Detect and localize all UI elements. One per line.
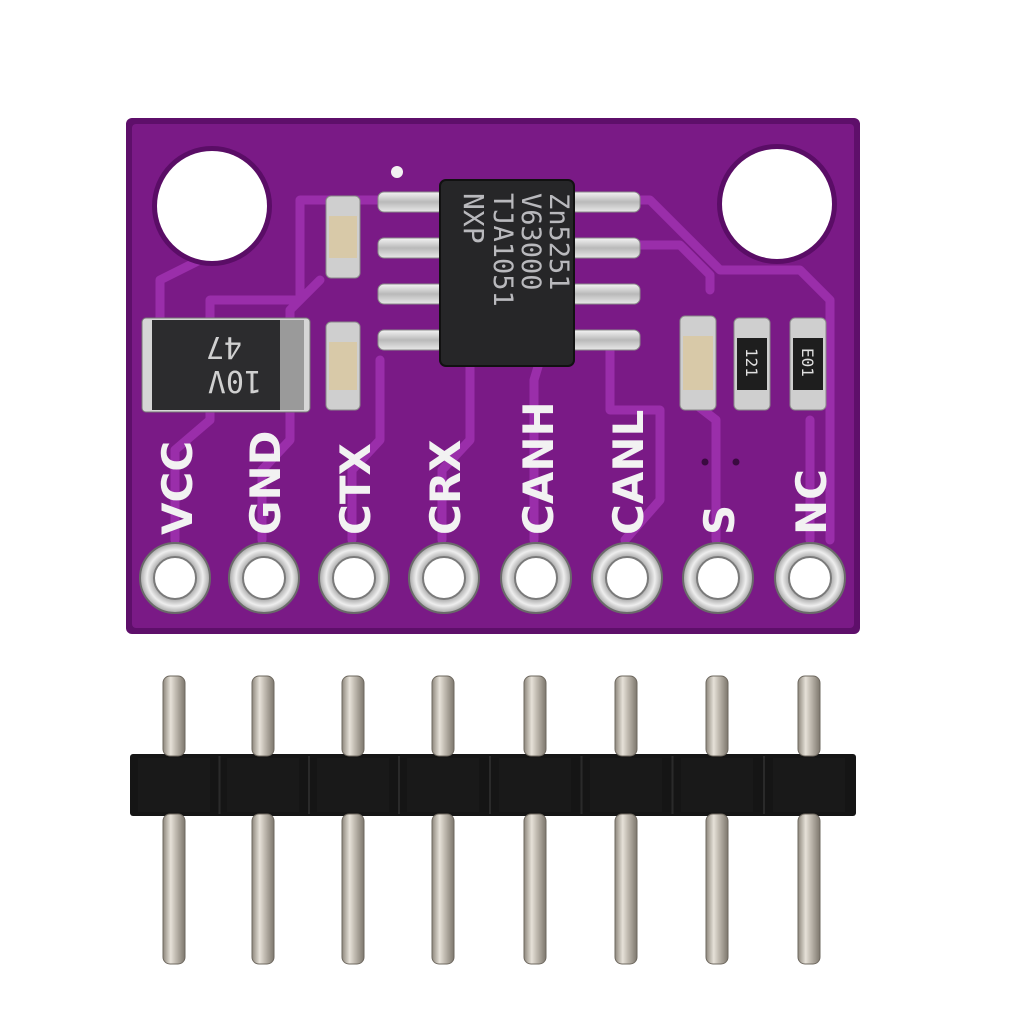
- pin-label-vcc: VCC: [153, 441, 202, 535]
- header-pin: [317, 675, 389, 965]
- resistor-2-code: E01: [798, 348, 817, 377]
- smd-capacitor-1: [325, 195, 361, 279]
- chip-batch-code: V63000: [515, 193, 546, 291]
- ic-chip: NXP TJA1051 V63000 Zn5251: [377, 179, 641, 367]
- header-pin: [499, 675, 571, 965]
- chip-brand: NXP: [457, 193, 490, 244]
- pin-pads: [139, 542, 846, 614]
- smd-capacitor-2: [325, 321, 361, 411]
- header-pin: [407, 675, 479, 965]
- tantalum-capacitor: 10V 47: [141, 317, 311, 413]
- capacitor-voltage-label: 10V: [208, 363, 262, 398]
- pin-label-canh: CANH: [514, 401, 563, 535]
- pin-label-s: S: [695, 505, 744, 535]
- capacitor-value-label: 47: [206, 329, 242, 364]
- chip-part-number: TJA1051: [487, 193, 518, 307]
- header-pin: [590, 675, 662, 965]
- pcb-board: [126, 118, 860, 634]
- pin-pad: [408, 542, 480, 614]
- smd-resistor-1: 121: [733, 317, 771, 411]
- header-pin: [773, 675, 845, 965]
- chip-date-code: Zn5251: [543, 193, 574, 291]
- pin-label-gnd: GND: [241, 431, 290, 536]
- chip-leads-right: [569, 191, 641, 351]
- pin-label-crx: CRX: [421, 439, 470, 535]
- chip-body: [439, 179, 575, 367]
- smd-resistor-2: E01: [789, 317, 827, 411]
- via-1: [701, 458, 709, 466]
- header-plastic-strip: [130, 754, 856, 816]
- pin-label-ctx: CTX: [331, 443, 380, 535]
- pin-pad: [228, 542, 300, 614]
- pin-pad: [682, 542, 754, 614]
- mounting-hole-left: [152, 146, 272, 266]
- header-pin: [227, 675, 299, 965]
- resistor-1-code: 121: [742, 348, 761, 377]
- pin-pad: [318, 542, 390, 614]
- pin1-marker: [391, 166, 403, 178]
- pcb-surface: [132, 124, 854, 628]
- pin-label-canl: CANL: [604, 410, 653, 535]
- pin-pad: [591, 542, 663, 614]
- header-pin: [138, 675, 210, 965]
- pin-pad: [139, 542, 211, 614]
- chip-leads-left: [377, 191, 445, 351]
- pin-label-nc: NC: [787, 469, 836, 535]
- pin-pad: [500, 542, 572, 614]
- pin-labels: VCC GND CTX CRX CANH CANL S NC: [153, 401, 836, 535]
- pin-header: [130, 675, 856, 965]
- via-2: [732, 458, 740, 466]
- mounting-hole-right: [717, 144, 837, 264]
- pin-pad: [774, 542, 846, 614]
- smd-capacitor-3: [679, 315, 717, 411]
- header-pin: [681, 675, 753, 965]
